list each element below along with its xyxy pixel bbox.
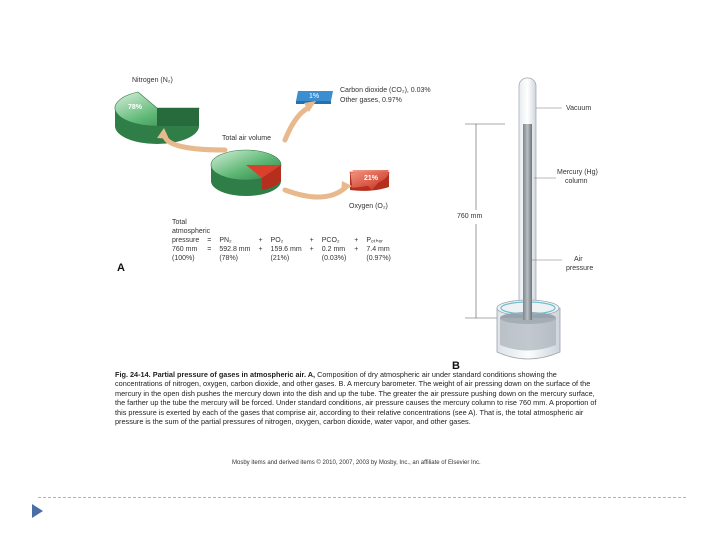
equation-cell: (100%) — [172, 255, 195, 262]
slide-divider — [38, 497, 686, 498]
equation-cell: Pₒₜₕₑᵣ — [366, 237, 383, 244]
equation-cell: pressure — [172, 237, 200, 244]
total-air-label: Total air volume — [222, 135, 272, 142]
equation-label: Total atmospheric — [172, 218, 210, 236]
air-label: Air — [574, 256, 583, 263]
equation-row-percent: (100%) (78%) (21%) (0.03%) (0.97%) — [168, 254, 395, 263]
flow-arrows — [162, 105, 348, 200]
equation-cell: = — [207, 237, 212, 244]
panel-b-label: B — [452, 360, 460, 372]
height-label: 760 mm — [457, 213, 483, 220]
nitrogen-percent: 78% — [128, 104, 143, 111]
equation-cell: (21%) — [270, 255, 290, 262]
equation-cell: + — [309, 246, 314, 253]
height-guide — [465, 123, 505, 319]
oxygen-percent: 21% — [364, 175, 379, 182]
equation-cell: 760 mm — [172, 246, 198, 253]
equation-cell: + — [309, 237, 314, 244]
total-air-pie — [210, 149, 282, 196]
panel-a-label: A — [117, 262, 125, 274]
arrow-heads — [157, 101, 352, 193]
equation-cell: 592.8 mm — [219, 246, 251, 253]
co2-percent: 1% — [309, 93, 320, 100]
equation-cell: (0.97%) — [366, 255, 391, 262]
equation-cell: (0.03%) — [321, 255, 347, 262]
mercury-barometer — [496, 77, 561, 360]
other-gases-label: Other gases, 0.97% — [340, 97, 402, 104]
vacuum-label: Vacuum — [566, 105, 592, 112]
equation-row-values: 760 mm = 592.8 mm + 159.6 mm + 0.2 mm + … — [168, 245, 395, 254]
mercury-column-label: column — [565, 178, 588, 185]
next-arrow-icon[interactable] — [32, 504, 43, 518]
equation-label-line1: Total — [172, 219, 187, 226]
equation-row-symbols: pressure = PN₂ + PO₂ + PCO₂ + Pₒₜₕₑᵣ — [168, 236, 395, 245]
equation-label-line2: atmospheric — [172, 228, 211, 235]
co2-label: Carbon dioxide (CO₂), 0.03% — [340, 87, 431, 94]
air-pressure-label: pressure — [566, 265, 594, 272]
caption-text: Composition of dry atmospheric air under… — [115, 370, 597, 427]
partial-pressure-equation: pressure = PN₂ + PO₂ + PCO₂ + Pₒₜₕₑᵣ 760… — [168, 236, 395, 263]
equation-cell: PCO₂ — [321, 237, 340, 244]
equation-cell: 7.4 mm — [366, 246, 390, 253]
nitrogen-label: Nitrogen (N₂) — [132, 77, 173, 84]
oxygen-slice — [349, 170, 390, 191]
equation-cell: PO₂ — [270, 237, 284, 244]
equation-cell: PN₂ — [219, 237, 232, 244]
equation-cell: 159.6 mm — [270, 246, 302, 253]
equation-cell: = — [207, 246, 212, 253]
caption-fig-label: Fig. 24-14. Partial pressure of gases in… — [115, 370, 316, 379]
equation-cell: + — [354, 237, 359, 244]
equation-cell: + — [354, 246, 359, 253]
equation-cell: (78%) — [219, 255, 239, 262]
equation-cell: + — [258, 246, 263, 253]
nitrogen-pie — [114, 91, 200, 144]
oxygen-label: Oxygen (O₂) — [349, 203, 388, 210]
copyright-line: Mosby items and derived items © 2010, 20… — [232, 460, 481, 466]
figure-caption: Fig. 24-14. Partial pressure of gases in… — [115, 370, 603, 426]
label-leader-lines — [531, 107, 562, 261]
equation-cell: 0.2 mm — [321, 246, 346, 253]
equation-cell: + — [258, 237, 263, 244]
mercury-label: Mercury (Hg) — [557, 169, 598, 176]
